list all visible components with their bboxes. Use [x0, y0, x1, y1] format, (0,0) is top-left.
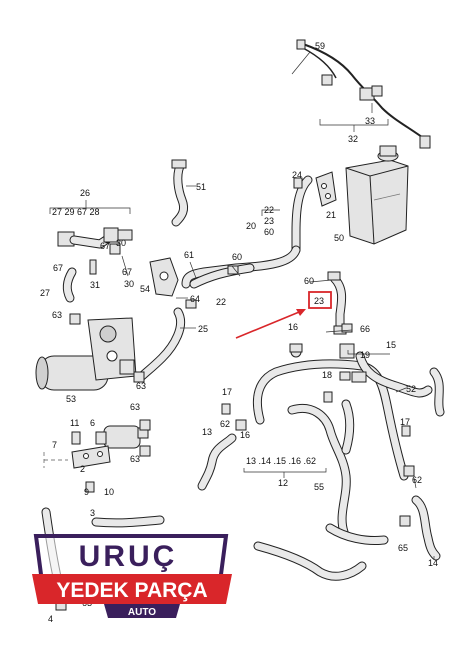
callout-label: 3 — [90, 508, 95, 518]
callout-label: 22 — [264, 205, 274, 215]
watermark-line1: URUÇ — [79, 540, 178, 573]
callout-label: 66 — [360, 324, 370, 334]
egr-cooler-part-53 — [35, 317, 137, 391]
callout-label: 67 — [100, 241, 110, 251]
hose-part-51 — [171, 159, 189, 227]
callout-label: 53 — [66, 394, 76, 404]
callout-label: 23 — [264, 216, 274, 226]
callout-label: 31 — [90, 280, 100, 290]
watermark-line3: AUTO — [128, 607, 156, 618]
callout-label: 15 — [386, 340, 396, 350]
callout-label: 60 — [304, 276, 314, 286]
callout-label-highlighted: 23 — [314, 296, 324, 306]
callout-label: 33 — [365, 116, 375, 126]
callout-label: 67 — [53, 263, 63, 273]
housing-part-54 — [149, 257, 179, 297]
highlight-arrow — [235, 309, 306, 339]
callout-label: 27 — [40, 288, 50, 298]
callout-label: 26 — [80, 188, 90, 198]
callout-label: 63 — [130, 454, 140, 464]
watermark-line2: YEDEK PARÇA — [56, 579, 207, 602]
callout-label: 60 — [264, 227, 274, 237]
callout-label: 21 — [326, 210, 336, 220]
clips-and-bolts — [55, 177, 415, 611]
callout-label: 17 — [400, 417, 410, 427]
callout-label: 52 — [406, 384, 416, 394]
callout-label: 67 — [122, 267, 132, 277]
group-bracket-15 — [347, 350, 390, 355]
hose-part-13 — [197, 433, 237, 491]
group-bracket-20 — [261, 209, 280, 216]
callout-label: 55 — [314, 482, 324, 492]
callout-group-26: 27 29 67 28 — [52, 207, 100, 217]
callout-label: 24 — [292, 170, 302, 180]
callout-label: 63 — [130, 402, 140, 412]
callout-label: 63 — [136, 381, 146, 391]
hose-part-14 — [411, 495, 441, 561]
callout-label: 51 — [196, 182, 206, 192]
callout-label: 30 — [116, 238, 126, 248]
hose-part-22-lower — [189, 263, 255, 289]
expansion-tank-part-50 — [345, 145, 409, 245]
callout-label: 14 — [428, 558, 438, 568]
uruc-watermark-logo: URUÇ YEDEK PARÇA AUTO — [32, 534, 232, 618]
bracket-part-21 — [315, 171, 337, 207]
callout-label: 2 — [80, 464, 85, 474]
callout-label: 60 — [232, 252, 242, 262]
callout-label: 20 — [246, 221, 256, 231]
callout-label: 16 — [288, 322, 298, 332]
auxiliary-pump-part-5 — [95, 425, 149, 449]
callout-label: 22 — [216, 297, 226, 307]
callout-label: 25 — [198, 324, 208, 334]
bracket-part-7 — [71, 445, 111, 469]
callout-label: 11 — [70, 418, 79, 428]
callout-label: 62 — [220, 419, 230, 429]
callout-labels: 59 33 32 51 26 27 29 67 28 24 22 23 20 6… — [40, 41, 438, 624]
group-bracket-12 — [243, 468, 327, 473]
callout-label: 54 — [140, 284, 150, 294]
callout-label: 32 — [348, 134, 358, 144]
callout-label: 10 — [104, 487, 114, 497]
callout-label: 50 — [334, 233, 344, 243]
callout-label: 9 — [84, 487, 89, 497]
callout-label: 16 — [240, 430, 250, 440]
callout-label: 63 — [52, 310, 62, 320]
callout-label: 62 — [412, 475, 422, 485]
wiring-harness-part-32 — [291, 39, 431, 149]
group-bracket-26 — [49, 207, 131, 214]
callout-label: 4 — [48, 614, 53, 624]
leader-lines — [121, 185, 435, 560]
callout-label: 65 — [398, 543, 408, 553]
group-bracket-32 — [319, 119, 389, 126]
callout-label: 30 — [124, 279, 134, 289]
highlight-box-part-23 — [308, 291, 332, 309]
callout-label: 17 — [222, 387, 232, 397]
callout-label: 18 — [322, 370, 332, 380]
connector-assembly-part-26 — [57, 227, 133, 303]
callout-label: 7 — [52, 440, 57, 450]
callout-label: 12 — [278, 478, 288, 488]
callout-label: 59 — [315, 41, 325, 51]
hose-part-55 — [253, 399, 389, 581]
callout-group-12: 13 .14 .15 .16 .62 — [246, 456, 316, 466]
hose-part-25 — [135, 307, 186, 383]
hose-part-52 — [429, 367, 445, 417]
callout-label: 61 — [184, 250, 194, 260]
callout-label: 64 — [190, 294, 200, 304]
bracket-guide — [43, 452, 68, 468]
coolant-pipe-part-59 — [252, 343, 433, 481]
callout-label: 19 — [360, 350, 370, 360]
callout-label: 6 — [90, 418, 95, 428]
callout-label: 13 — [202, 427, 212, 437]
